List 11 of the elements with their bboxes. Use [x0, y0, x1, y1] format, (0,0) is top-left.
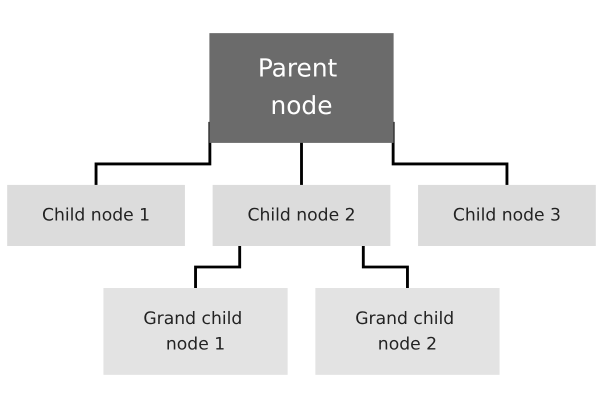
node-box: Grand child node 2: [315, 288, 500, 375]
connector: [392, 122, 508, 187]
connector: [194, 246, 242, 290]
node-box: Grand child node 1: [103, 288, 288, 375]
node-box: Child node 2: [212, 184, 390, 246]
node-box: Child node 1: [7, 184, 185, 246]
connector: [362, 246, 409, 290]
connector: [300, 142, 303, 187]
node-box: Parent node: [209, 33, 394, 143]
node-box: Child node 3: [418, 184, 596, 246]
connector: [94, 122, 212, 187]
